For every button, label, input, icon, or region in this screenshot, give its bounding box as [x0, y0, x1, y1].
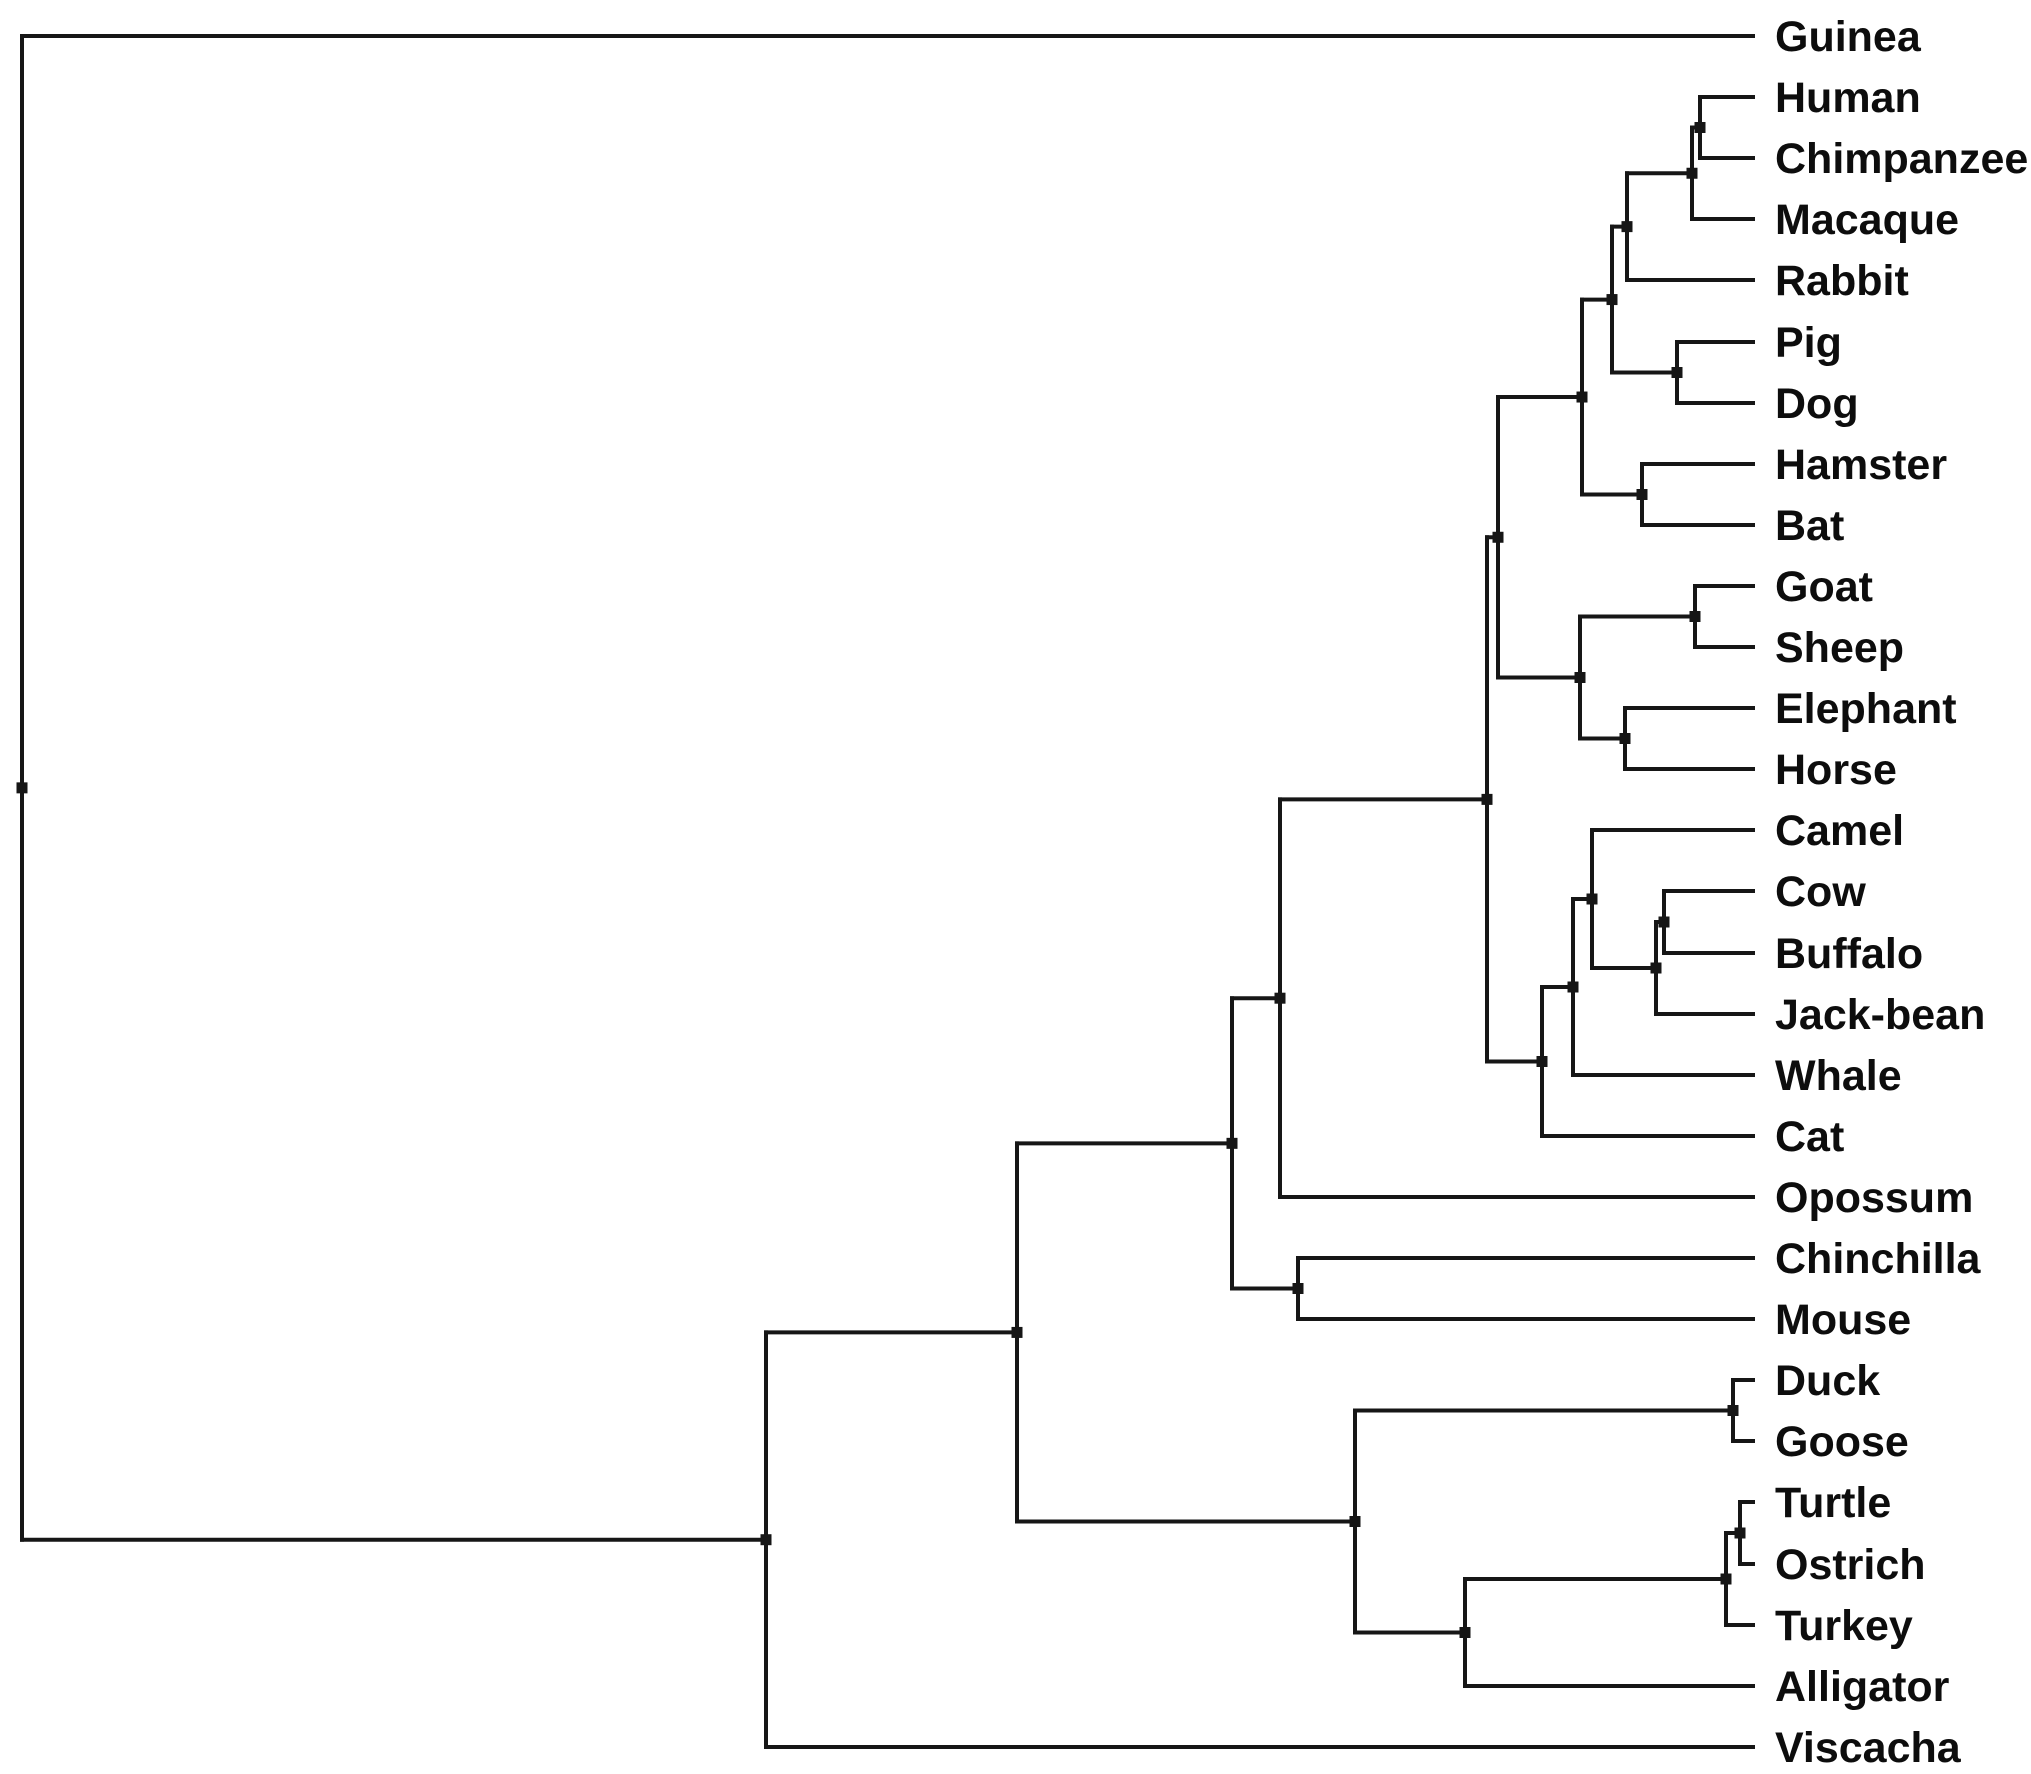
leaf-label-turkey: Turkey — [1775, 1602, 1913, 1650]
leaf-label-jack-bean: Jack-bean — [1775, 991, 1985, 1039]
leaf-label-dog: Dog — [1775, 380, 1859, 428]
leaf-label-camel: Camel — [1775, 807, 1904, 855]
leaf-label-rabbit: Rabbit — [1775, 257, 1909, 305]
leaf-label-buffalo: Buffalo — [1775, 930, 1923, 978]
leaf-label-bat: Bat — [1775, 502, 1844, 550]
leaf-label-pig: Pig — [1775, 319, 1842, 367]
leaf-label-whale: Whale — [1775, 1052, 1902, 1100]
leaf-label-horse: Horse — [1775, 746, 1897, 794]
leaf-label-sheep: Sheep — [1775, 624, 1904, 672]
leaf-label-human: Human — [1775, 74, 1921, 122]
leaf-label-ostrich: Ostrich — [1775, 1541, 1926, 1589]
leaf-label-cow: Cow — [1775, 868, 1866, 916]
node-marker — [16, 782, 28, 794]
leaf-label-macaque: Macaque — [1775, 196, 1959, 244]
leaf-label-duck: Duck — [1775, 1357, 1880, 1405]
leaf-label-mouse: Mouse — [1775, 1296, 1911, 1344]
leaf-label-hamster: Hamster — [1775, 441, 1947, 489]
leaf-label-turtle: Turtle — [1775, 1479, 1891, 1527]
leaf-label-goose: Goose — [1775, 1418, 1909, 1466]
leaf-label-goat: Goat — [1775, 563, 1873, 611]
leaf-label-cat: Cat — [1775, 1113, 1844, 1161]
leaf-label-elephant: Elephant — [1775, 685, 1957, 733]
leaf-label-viscacha: Viscacha — [1775, 1724, 1962, 1772]
leaf-label-chinchilla: Chinchilla — [1775, 1235, 1982, 1283]
leaf-label-alligator: Alligator — [1775, 1663, 1950, 1711]
leaf-label-guinea: Guinea — [1775, 13, 1922, 61]
leaf-label-chimpanzee: Chimpanzee — [1775, 135, 2028, 183]
leaf-label-opossum: Opossum — [1775, 1174, 1973, 1222]
